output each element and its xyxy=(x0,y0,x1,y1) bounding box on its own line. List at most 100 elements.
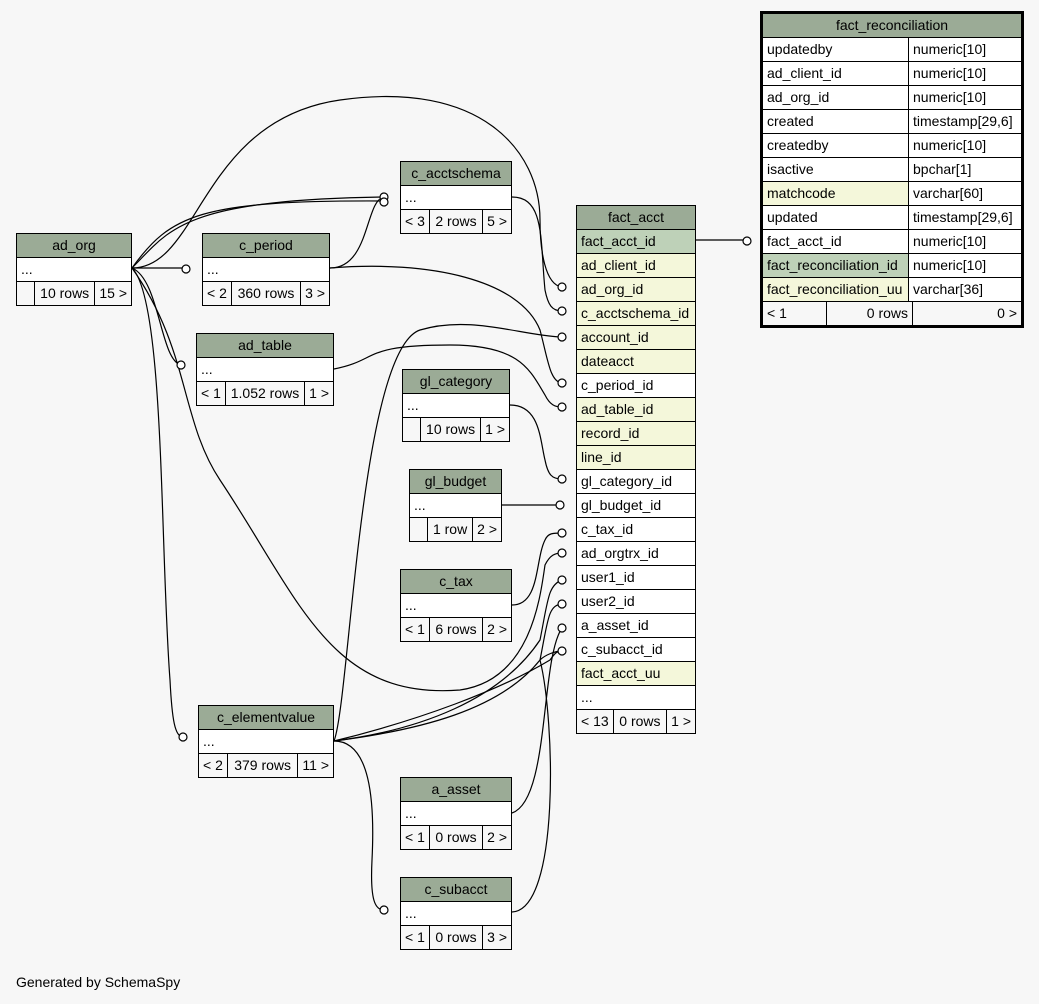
table-header[interactable]: gl_budget xyxy=(410,470,501,494)
footer-children[interactable]: 1 > xyxy=(480,418,509,441)
column-type: numeric[10] xyxy=(908,62,986,85)
footer-children[interactable]: 2 > xyxy=(482,618,511,641)
table-row: ad_table_id xyxy=(577,398,695,422)
footer-parents[interactable]: < 13 xyxy=(581,713,609,729)
table-row: createdby numeric[10] xyxy=(763,134,1021,158)
footer-parents[interactable]: < 2 xyxy=(203,757,223,773)
footer-children[interactable]: 5 > xyxy=(482,210,511,233)
footer-parents[interactable]: < 1 xyxy=(405,929,425,945)
column-name: fact_acct_id xyxy=(767,233,842,249)
footer-row-count: 10 rows xyxy=(34,282,94,305)
table-header[interactable]: ad_org xyxy=(17,234,131,258)
table-row: ... xyxy=(577,686,695,710)
edge-fact-period xyxy=(329,265,563,384)
footer-children[interactable]: 2 > xyxy=(472,518,501,541)
footer-parents[interactable]: < 2 xyxy=(207,285,227,301)
footer-children[interactable]: 1 > xyxy=(304,382,333,405)
table-a-asset[interactable]: a_asset ... < 1 0 rows 2 > xyxy=(400,777,512,850)
table-row: fact_reconciliation_id numeric[10] xyxy=(763,254,1021,278)
edge-fact-acctschema xyxy=(511,196,563,312)
table-footer: 10 rows 15 > xyxy=(17,282,131,305)
column-name: fact_reconciliation_id xyxy=(763,254,908,277)
footer-children[interactable]: 15 > xyxy=(94,282,131,305)
table-header[interactable]: gl_category xyxy=(403,370,509,394)
footer-parents[interactable]: < 1 xyxy=(201,385,221,401)
footer-parents[interactable]: < 1 xyxy=(767,305,787,321)
table-header[interactable]: c_period xyxy=(203,234,329,258)
footer-row-count: 0 rows xyxy=(826,302,912,325)
column-name: matchcode xyxy=(763,182,908,205)
footer-children[interactable]: 1 > xyxy=(666,710,695,733)
table-footer: < 1 0 rows 2 > xyxy=(401,826,511,849)
footer-parents[interactable]: < 3 xyxy=(405,213,425,229)
footer-parents[interactable]: < 1 xyxy=(405,829,425,845)
table-row: updated timestamp[29,6] xyxy=(763,206,1021,230)
table-header[interactable]: fact_reconciliation xyxy=(763,14,1021,38)
table-fact-acct[interactable]: fact_acct fact_acct_id ad_client_id ad_o… xyxy=(576,205,696,734)
table-row: ... xyxy=(401,594,511,618)
footer-children[interactable]: 3 > xyxy=(482,926,511,949)
table-footer: < 2 360 rows 3 > xyxy=(203,282,329,305)
table-footer: 10 rows 1 > xyxy=(403,418,509,441)
footer-row-count: 360 rows xyxy=(230,282,300,305)
column-name: isactive xyxy=(767,161,814,177)
table-row: user2_id xyxy=(577,590,695,614)
column-type: numeric[10] xyxy=(908,38,986,61)
table-row: c_tax_id xyxy=(577,518,695,542)
table-c-elementvalue[interactable]: c_elementvalue ... < 2 379 rows 11 > xyxy=(198,705,334,778)
footer-parents[interactable] xyxy=(17,282,34,305)
column-type: numeric[10] xyxy=(908,86,986,109)
table-row: ad_client_id numeric[10] xyxy=(763,62,1021,86)
column-type: numeric[10] xyxy=(908,254,986,277)
table-row: updatedby numeric[10] xyxy=(763,38,1021,62)
table-header[interactable]: ad_table xyxy=(197,334,333,358)
edge-adtable-ad-org xyxy=(131,267,182,366)
table-c-tax[interactable]: c_tax ... < 1 6 rows 2 > xyxy=(400,569,512,642)
column-type: timestamp[29,6] xyxy=(908,110,1013,133)
table-row: c_acctschema_id xyxy=(577,302,695,326)
table-row: ... xyxy=(199,730,333,754)
edge-fact-orgtrx-ad-org xyxy=(131,267,563,692)
table-row: gl_budget_id xyxy=(577,494,695,518)
column-name: created xyxy=(767,113,814,129)
table-header[interactable]: c_elementvalue xyxy=(199,706,333,730)
table-ad-org[interactable]: ad_org ... 10 rows 15 > xyxy=(16,233,132,306)
table-c-subacct[interactable]: c_subacct ... < 1 0 rows 3 > xyxy=(400,877,512,950)
footer-row-count: 0 rows xyxy=(428,926,482,949)
table-footer: < 3 2 rows 5 > xyxy=(401,210,511,233)
footer-parents[interactable] xyxy=(410,518,427,541)
table-row: a_asset_id xyxy=(577,614,695,638)
footer-parents[interactable] xyxy=(403,418,420,441)
footer-children[interactable]: 2 > xyxy=(482,826,511,849)
table-gl-category[interactable]: gl_category ... 10 rows 1 > xyxy=(402,369,510,442)
table-row: user1_id xyxy=(577,566,695,590)
footer-parents[interactable]: < 1 xyxy=(405,621,425,637)
edge-fact-user2 xyxy=(333,603,563,742)
table-c-acctschema[interactable]: c_acctschema ... < 3 2 rows 5 > xyxy=(400,161,512,234)
edge-fact-asset xyxy=(511,627,563,814)
table-footer: 1 row 2 > xyxy=(410,518,501,541)
table-header[interactable]: a_asset xyxy=(401,778,511,802)
table-header[interactable]: c_acctschema xyxy=(401,162,511,186)
table-header[interactable]: c_tax xyxy=(401,570,511,594)
footer-children[interactable]: 3 > xyxy=(300,282,329,305)
table-row: ... xyxy=(17,258,131,282)
table-fact-reconciliation[interactable]: fact_reconciliation updatedby numeric[10… xyxy=(760,11,1024,328)
table-ad-table[interactable]: ad_table ... < 1 1.052 rows 1 > xyxy=(196,333,334,406)
column-name: createdby xyxy=(767,137,829,153)
table-c-period[interactable]: c_period ... < 2 360 rows 3 > xyxy=(202,233,330,306)
table-footer: < 13 0 rows 1 > xyxy=(577,710,695,733)
table-header[interactable]: fact_acct xyxy=(577,206,695,230)
edge-fact-tax xyxy=(511,532,563,606)
footer-children[interactable]: 11 > xyxy=(297,754,333,777)
column-type: varchar[60] xyxy=(908,182,983,205)
table-row: line_id xyxy=(577,446,695,470)
table-row: account_id xyxy=(577,326,695,350)
table-row: created timestamp[29,6] xyxy=(763,110,1021,134)
table-gl-budget[interactable]: gl_budget ... 1 row 2 > xyxy=(409,469,502,542)
table-header[interactable]: c_subacct xyxy=(401,878,511,902)
table-row: ... xyxy=(403,394,509,418)
footer-children[interactable]: 0 > xyxy=(912,302,1021,325)
edge-acctschema-ad-org-b xyxy=(131,200,385,269)
